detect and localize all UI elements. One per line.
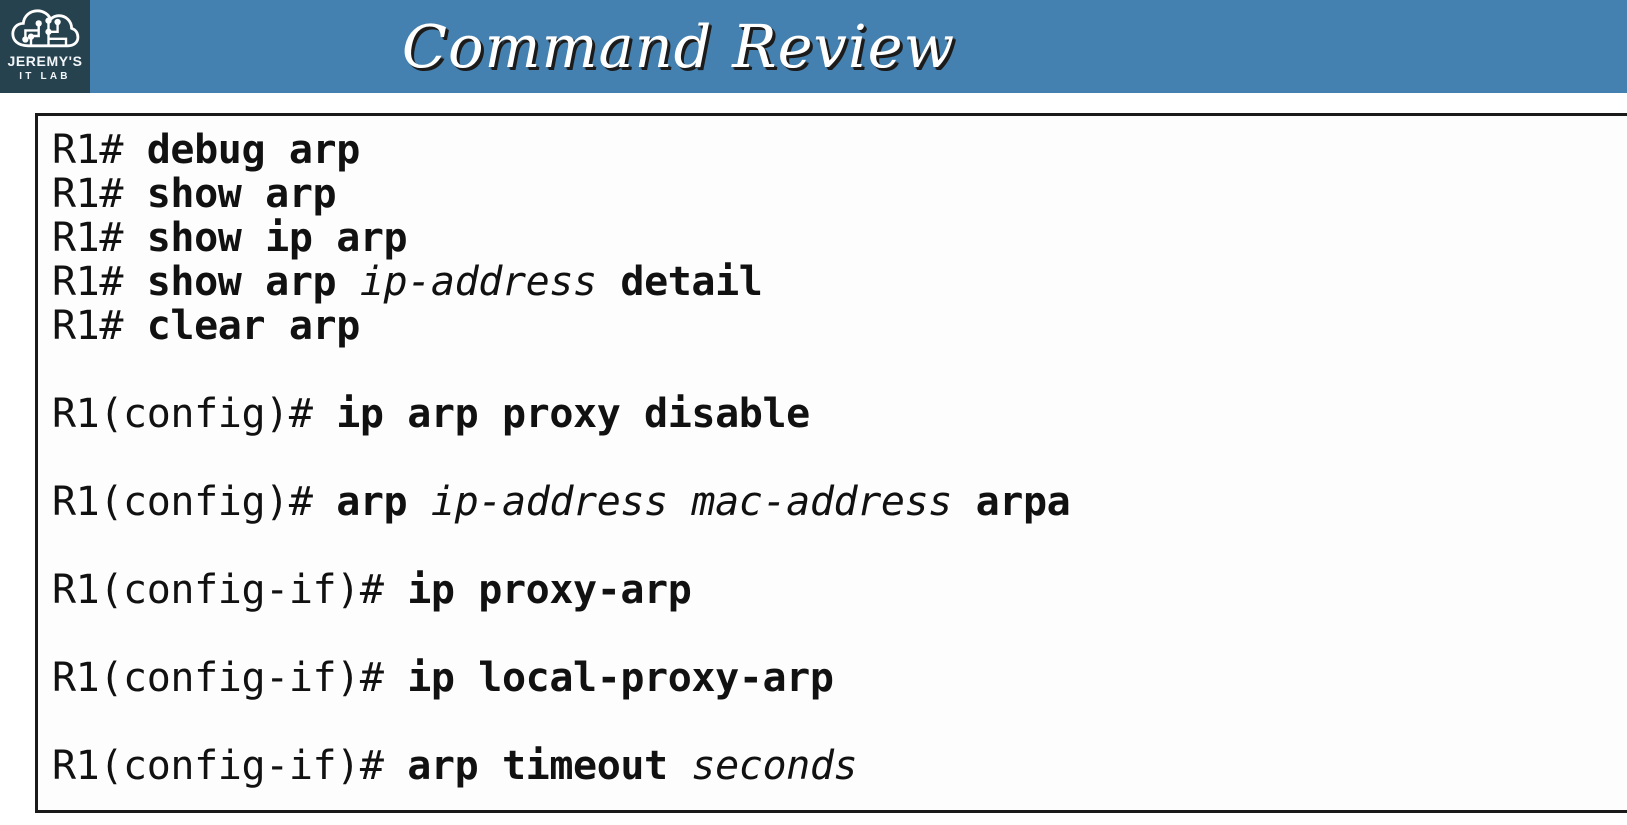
cli-prompt: R1# [52,303,147,349]
brand-logo: JEREMY'S IT LAB [0,0,90,93]
cli-keyword: detail [596,259,763,305]
cli-keyword: ip local-proxy-arp [407,655,834,701]
cli-keyword: show arp [146,259,360,305]
cli-prompt: R1# [52,171,147,217]
cli-prompt: R1(config-if)# [52,567,408,613]
command-line: R1(config)# arp ip-address mac-address a… [52,480,1627,524]
command-line-spacer [52,524,1627,568]
command-line: R1(config)# ip arp proxy disable [52,392,1627,436]
logo-text-secondary: IT LAB [19,71,71,82]
cli-prompt: R1(config-if)# [52,743,408,789]
command-line: R1# show arp ip-address detail [52,260,1627,304]
cli-keyword: arp timeout [407,743,692,789]
cli-keyword: arp [336,479,431,525]
cli-keyword: arpa [951,479,1071,525]
cli-prompt: R1# [52,259,147,305]
cli-prompt: R1# [52,215,147,261]
command-line: R1# debug arp [52,128,1627,172]
page-title: Command Review [401,12,956,81]
command-line: R1(config-if)# ip proxy-arp [52,568,1627,612]
command-line: R1# clear arp [52,304,1627,348]
command-line-spacer [52,348,1627,392]
cli-prompt: R1# [52,127,147,173]
cli-prompt: R1(config-if)# [52,655,408,701]
cli-parameter: ip-address [359,259,597,305]
cli-keyword: ip arp proxy disable [336,391,810,437]
command-line-spacer [52,436,1627,480]
cli-keyword: clear arp [146,303,361,349]
cli-parameter: ip-address mac-address [430,479,952,525]
cli-keyword: ip proxy-arp [407,567,692,613]
command-line: R1(config-if)# ip local-proxy-arp [52,656,1627,700]
cli-parameter: seconds [691,743,858,789]
cli-keyword: debug arp [146,127,361,173]
command-line-spacer [52,700,1627,744]
cli-keyword: show ip arp [146,215,408,261]
command-line: R1# show arp [52,172,1627,216]
command-line: R1# show ip arp [52,216,1627,260]
cli-keyword: show arp [146,171,337,217]
cli-prompt: R1(config)# [52,479,337,525]
command-line: R1(config-if)# arp timeout seconds [52,744,1627,788]
header-bar: JEREMY'S IT LAB Command Review [0,0,1627,93]
cloud-circuit-icon [11,9,80,48]
command-line-spacer [52,612,1627,656]
logo-text-primary: JEREMY'S [7,53,83,69]
cli-prompt: R1(config)# [52,391,337,437]
